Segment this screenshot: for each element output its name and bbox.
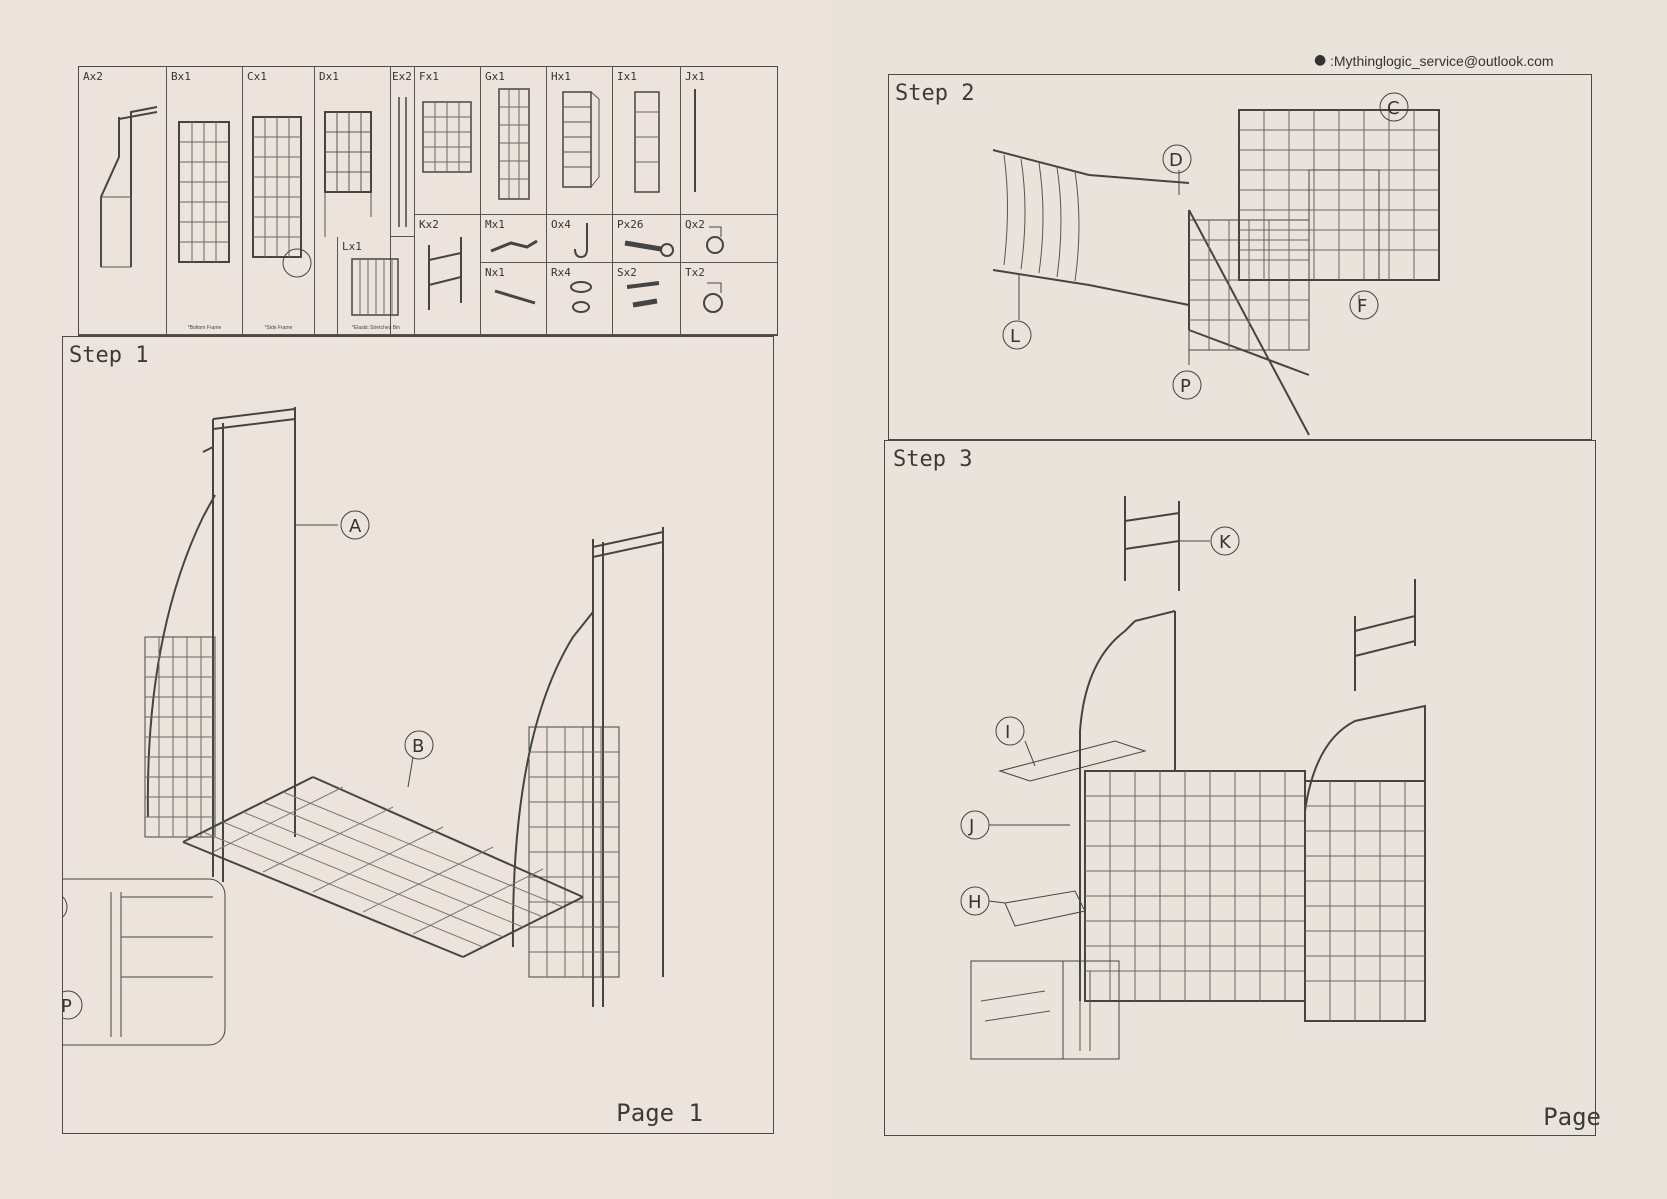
- part-cell-l: Lx1 *Elastic Stretched Bin: [337, 237, 415, 335]
- brake-caster-drawing: [703, 282, 723, 313]
- callout-b: B: [412, 736, 424, 757]
- side-frame-drawing: [252, 116, 312, 278]
- part-code: Qx2: [685, 218, 705, 231]
- part-cell-a: Ax2: [79, 67, 167, 335]
- callout-c: C: [1387, 98, 1400, 119]
- part-note: *Elastic Stretched Bin: [351, 325, 401, 331]
- part-cell-b: Bx1 *Bottom Frame: [167, 67, 243, 335]
- part-note: *Side Frame: [264, 325, 293, 331]
- part-note: *Bottom Frame: [187, 325, 222, 331]
- wechat-icon: ●: [1314, 52, 1327, 68]
- step1-illustration: A B M P: [63, 407, 664, 1046]
- step3-illustration: K I J H: [960, 496, 1426, 1060]
- callout-p2: P: [1180, 376, 1191, 397]
- part-code: Gx1: [485, 70, 505, 83]
- part-f-drawing: [422, 101, 472, 173]
- part-code: Jx1: [685, 70, 705, 83]
- part-g-drawing: [498, 88, 530, 200]
- part-code: Dx1: [319, 70, 339, 83]
- step3-title: Step 3: [893, 447, 973, 472]
- stretched-bin-drawing: [351, 258, 399, 316]
- basket-drawing: [562, 91, 600, 188]
- part-cell-e: Ex2: [391, 67, 415, 237]
- part-code: Ex2: [392, 70, 412, 83]
- part-code: Sx2: [617, 266, 637, 279]
- part-code: Kx2: [419, 218, 439, 231]
- step2-illustration: L D P C F: [992, 92, 1440, 436]
- part-e-drawing: [398, 97, 407, 227]
- page-number-right: Page: [1543, 1103, 1601, 1131]
- callout-f: F: [1357, 296, 1367, 317]
- parts-table: Ax2 Bx1 *Bottom Frame Cx1 *Side Frame: [78, 66, 778, 336]
- part-cell-t: Tx2: [681, 263, 777, 335]
- part-cell-g: Gx1: [481, 67, 547, 215]
- part-code: Lx1: [342, 240, 362, 253]
- part-cell-m: Mx1: [481, 215, 547, 263]
- part-d-drawing: [324, 111, 372, 237]
- step1-panel: Step 1 A: [62, 336, 774, 1134]
- callout-p: P: [63, 996, 72, 1017]
- part-cell-n: Nx1: [481, 263, 547, 335]
- part-code: Rx4: [551, 266, 571, 279]
- part-cell-r: Rx4: [547, 263, 613, 335]
- left-sheet: Ax2 Bx1 *Bottom Frame Cx1 *Side Frame: [0, 0, 830, 1199]
- page-number-left: Page 1: [616, 1099, 703, 1127]
- callout-a: A: [349, 516, 362, 537]
- part-code: Mx1: [485, 218, 505, 231]
- step3-panel: Step 3 K I J: [884, 440, 1601, 1136]
- hook-drawing: [574, 223, 588, 259]
- part-cell-h: Hx1: [547, 67, 613, 215]
- screw-drawing: [624, 240, 674, 257]
- part-code: Ox4: [551, 218, 571, 231]
- part-cell-f: Fx1: [415, 67, 481, 215]
- part-code: Px26: [617, 218, 644, 231]
- step1-title: Step 1: [69, 343, 149, 368]
- allen-key-drawing: [490, 239, 538, 253]
- step2-panel: Step 2 L D P C: [888, 74, 1592, 440]
- callout-j: J: [968, 816, 974, 837]
- part-code: Ax2: [83, 70, 103, 83]
- part-k-drawing: [428, 237, 462, 310]
- part-code: Ix1: [617, 70, 637, 83]
- part-cell-j: Jx1: [681, 67, 777, 215]
- part-cell-d: Dx1: [315, 67, 391, 335]
- rod-drawing: [694, 89, 696, 192]
- part-cell-q: Qx2: [681, 215, 777, 263]
- anchor-screw-drawing: [626, 281, 660, 308]
- washer-drawing: [570, 281, 592, 313]
- part-cell-p: Px26: [613, 215, 681, 263]
- contact-email: :Mythinglogic_service@outlook.com: [1330, 53, 1554, 69]
- part-code: Nx1: [485, 266, 505, 279]
- step2-title: Step 2: [895, 81, 975, 106]
- part-cell-o: Ox4: [547, 215, 613, 263]
- part-cell-c: Cx1 *Side Frame: [243, 67, 315, 335]
- part-a-drawing: [100, 106, 158, 268]
- part-code: Fx1: [419, 70, 439, 83]
- callout-d: D: [1169, 150, 1183, 171]
- part-cell-i: Ix1: [613, 67, 681, 215]
- right-sheet: ● :Mythinglogic_service@outlook.com Step…: [830, 0, 1667, 1199]
- wrench-drawing: [494, 289, 536, 305]
- caster-drawing: [706, 226, 724, 254]
- callout-h: H: [968, 892, 982, 913]
- part-code: Bx1: [171, 70, 191, 83]
- part-code: Cx1: [247, 70, 267, 83]
- part-code: Tx2: [685, 266, 705, 279]
- callout-l: L: [1010, 326, 1020, 347]
- callout-k: K: [1219, 532, 1232, 553]
- part-code: Hx1: [551, 70, 571, 83]
- bottom-frame-drawing: [178, 121, 230, 263]
- callout-i: I: [1005, 722, 1010, 743]
- shelf-drawing: [634, 91, 660, 193]
- part-cell-s: Sx2: [613, 263, 681, 335]
- part-cell-k: Kx2: [415, 215, 481, 335]
